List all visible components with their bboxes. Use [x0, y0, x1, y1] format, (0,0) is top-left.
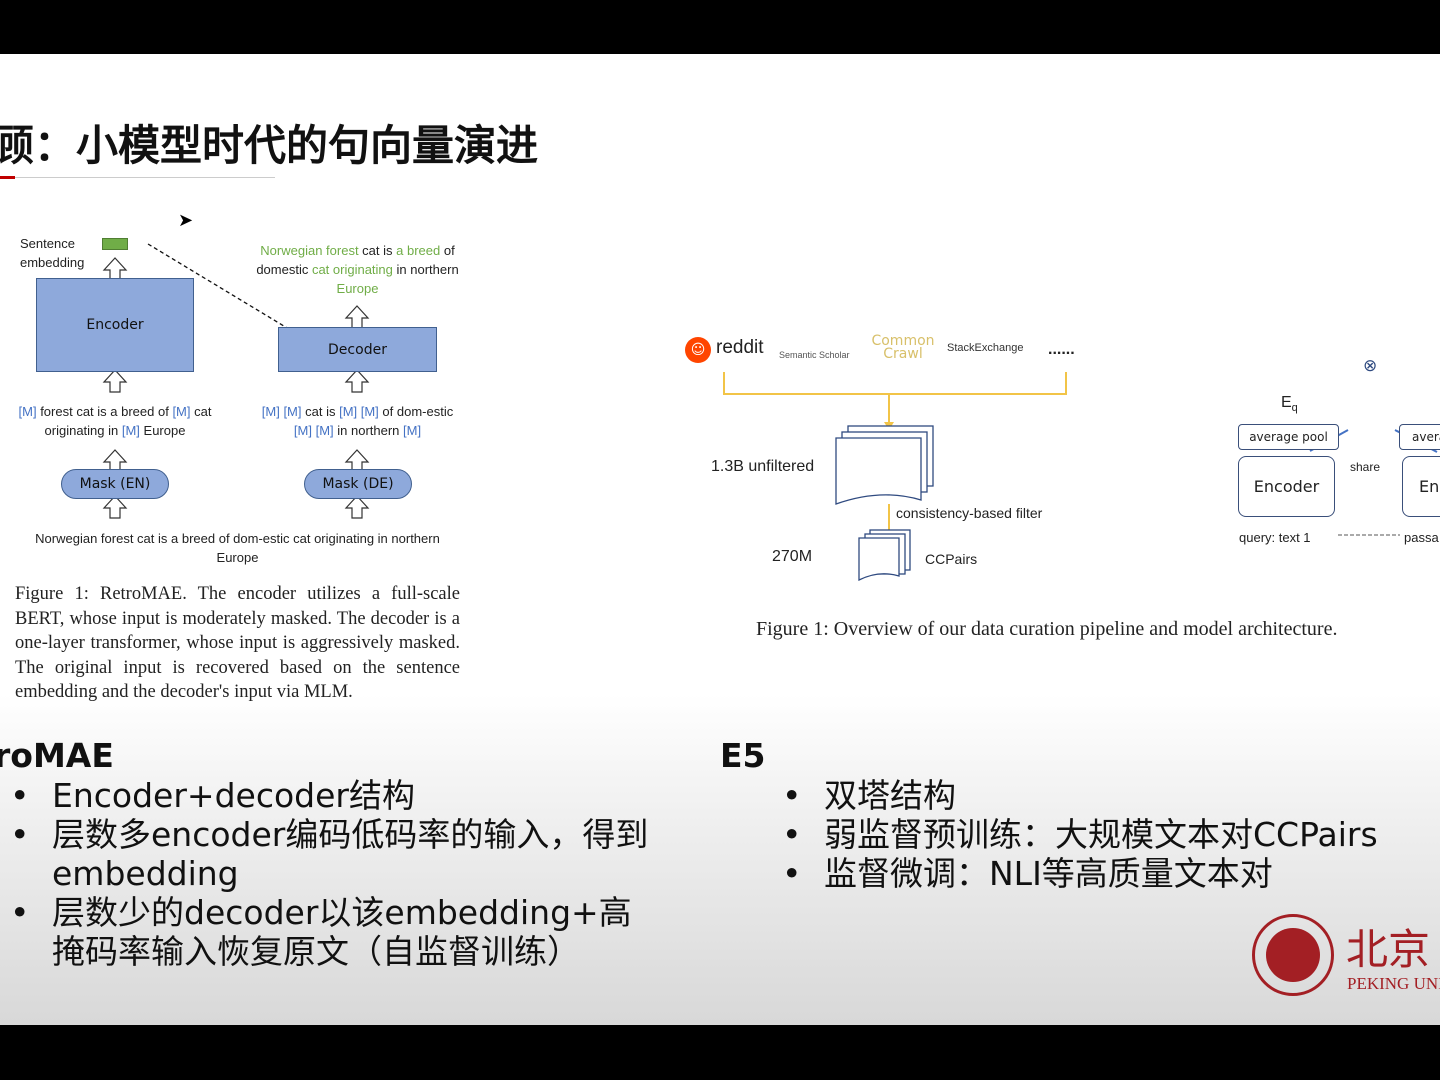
decoder-output-text: Norwegian forest cat is a breed of domes…	[256, 243, 459, 296]
decoder-box: Decoder	[278, 327, 437, 372]
retromae-caption: Figure 1: RetroMAE. The encoder utilizes…	[15, 584, 460, 702]
encoder-input-text: [M] forest cat is a breed of [M] cat ori…	[18, 404, 212, 438]
share-label: share	[1350, 460, 1381, 474]
slide: 顾：小模型时代的句向量演进 ➤ Sentence embedding Encod…	[0, 54, 1440, 1025]
page-title: 顾：小模型时代的句向量演进	[0, 121, 539, 170]
average-pool-box: average pool	[1238, 424, 1339, 450]
retromae-bullets: Encoder+decoder结构 层数多encoder编码低码率的输入，得到e…	[0, 776, 660, 971]
e5-heading: E5	[720, 736, 766, 775]
dot-product-icon: ⊗	[1363, 356, 1378, 375]
query-label: query: text 1	[1239, 530, 1311, 545]
source-stackexchange: StackExchange	[947, 342, 1024, 354]
source-reddit: reddit	[716, 337, 764, 358]
sentence-embedding-label: Sentence embedding	[20, 236, 85, 270]
e5-caption: Figure 1: Overview of our data curation …	[756, 618, 1338, 640]
list-item: 层数少的decoder以该embedding+高掩码率输入恢复原文（自监督训练）	[0, 893, 660, 971]
title-divider	[15, 177, 275, 178]
eq-label: Eq	[1281, 394, 1298, 415]
ccpairs-label: CCPairs	[925, 551, 978, 567]
retromae-arrows	[102, 243, 370, 519]
mask-en-box: Mask (EN)	[61, 469, 169, 499]
list-item: 双塔结构	[772, 776, 1432, 815]
pku-logo-cn: 北京	[1346, 925, 1431, 974]
source-common-crawl: Common Crawl	[871, 333, 935, 362]
title-accent	[0, 176, 15, 179]
pku-logo-en: PEKING UNIVERSITY	[1347, 974, 1440, 993]
list-item: 弱监督预训练：大规模文本对CCPairs	[772, 815, 1432, 854]
encoder-box: Encoder	[36, 278, 194, 372]
e5-bullets: 双塔结构 弱监督预训练：大规模文本对CCPairs 监督微调：NLI等高质量文本…	[772, 776, 1432, 893]
list-item: Encoder+decoder结构	[0, 776, 660, 815]
count-label: 270M	[772, 548, 813, 565]
filter-label: consistency-based filter	[896, 505, 1043, 521]
pku-logo-seal	[1252, 914, 1334, 996]
retromae-heading: roMAE	[0, 736, 114, 775]
average-pool-box-2: avera	[1399, 424, 1440, 450]
decoder-input-text: [M] [M] cat is [M] [M] of dom-estic [M] …	[261, 404, 454, 438]
source-more: ......	[1048, 341, 1075, 358]
passage-label: passa	[1404, 530, 1439, 545]
embedding-block	[102, 238, 128, 250]
list-item: 层数多encoder编码低码率的输入，得到embedding	[0, 815, 660, 893]
unfiltered-label: 1.3B unfiltered	[711, 458, 815, 475]
reddit-icon: ☺	[685, 337, 711, 363]
mask-de-box: Mask (DE)	[304, 469, 412, 499]
query-encoder-box: Encoder	[1238, 456, 1335, 517]
original-sentence: Norwegian forest cat is a breed of dom-e…	[35, 531, 440, 565]
passage-encoder-box: En	[1402, 456, 1440, 517]
cursor-icon: ➤	[178, 210, 194, 231]
source-semantic-scholar: Semantic Scholar	[779, 350, 850, 360]
list-item: 监督微调：NLI等高质量文本对	[772, 854, 1432, 893]
